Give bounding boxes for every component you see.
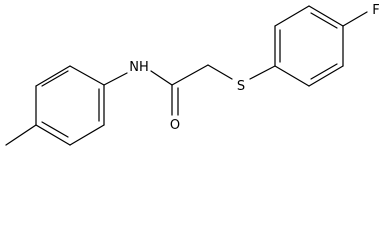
sulfur-ring-bond: [249, 65, 276, 80]
nh-carbonyl-bond: [150, 70, 173, 86]
methyl-bond: [5, 124, 37, 146]
fluorine-bond: [342, 11, 368, 27]
bond: [274, 5, 310, 27]
double-bond: [310, 12, 338, 29]
double-bond: [310, 63, 338, 80]
bond: [35, 65, 71, 87]
carbonyl-ch2-bond: [171, 64, 209, 86]
nh-ring-bond: [103, 72, 128, 86]
fluorophenyl-ring: [274, 5, 344, 87]
oxygen-label: O: [170, 118, 180, 133]
fluorine-label: F: [372, 3, 379, 18]
bond: [274, 65, 310, 87]
tolyl-ring: [35, 65, 105, 146]
bond: [35, 124, 71, 146]
double-bond: [41, 70, 69, 87]
bond: [308, 5, 344, 27]
bond: [308, 65, 344, 87]
bond: [69, 124, 105, 146]
nh-label: NH: [129, 60, 149, 75]
ch2-sulfur-bond: [207, 64, 233, 80]
double-bond: [41, 121, 69, 138]
sulfur-label: S: [237, 79, 245, 94]
bond: [69, 65, 105, 86]
molecule-diagram: NH O S F: [5, 3, 380, 146]
